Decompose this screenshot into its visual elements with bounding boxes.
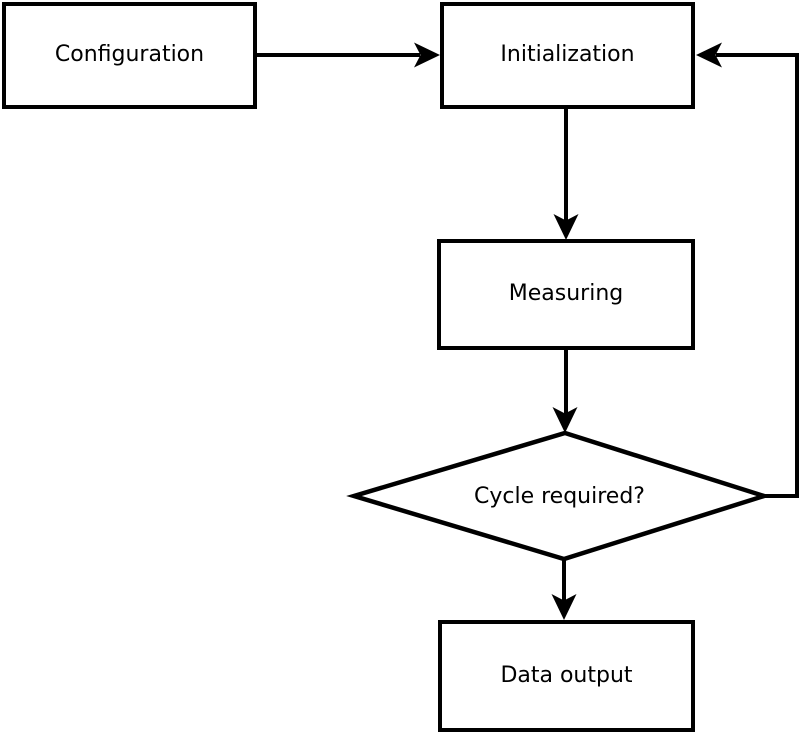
node-initialization: Initialization — [440, 2, 695, 109]
node-data-output: Data output — [438, 620, 695, 732]
edge-decision-to-initialization-feedback — [716, 53, 799, 498]
node-measuring-label: Measuring — [508, 281, 624, 307]
arrowhead-down-icon — [553, 214, 579, 240]
arrowhead-left-icon — [696, 42, 722, 68]
arrowhead-down-icon — [552, 407, 578, 433]
decision-diamond-shape — [346, 430, 772, 562]
node-configuration: Configuration — [2, 2, 257, 109]
node-configuration-label: Configuration — [54, 42, 205, 68]
arrowhead-right-icon — [414, 42, 440, 68]
node-data-output-label: Data output — [500, 662, 633, 688]
node-measuring: Measuring — [437, 239, 695, 350]
arrowhead-down-icon — [551, 594, 577, 620]
node-initialization-label: Initialization — [500, 42, 635, 68]
